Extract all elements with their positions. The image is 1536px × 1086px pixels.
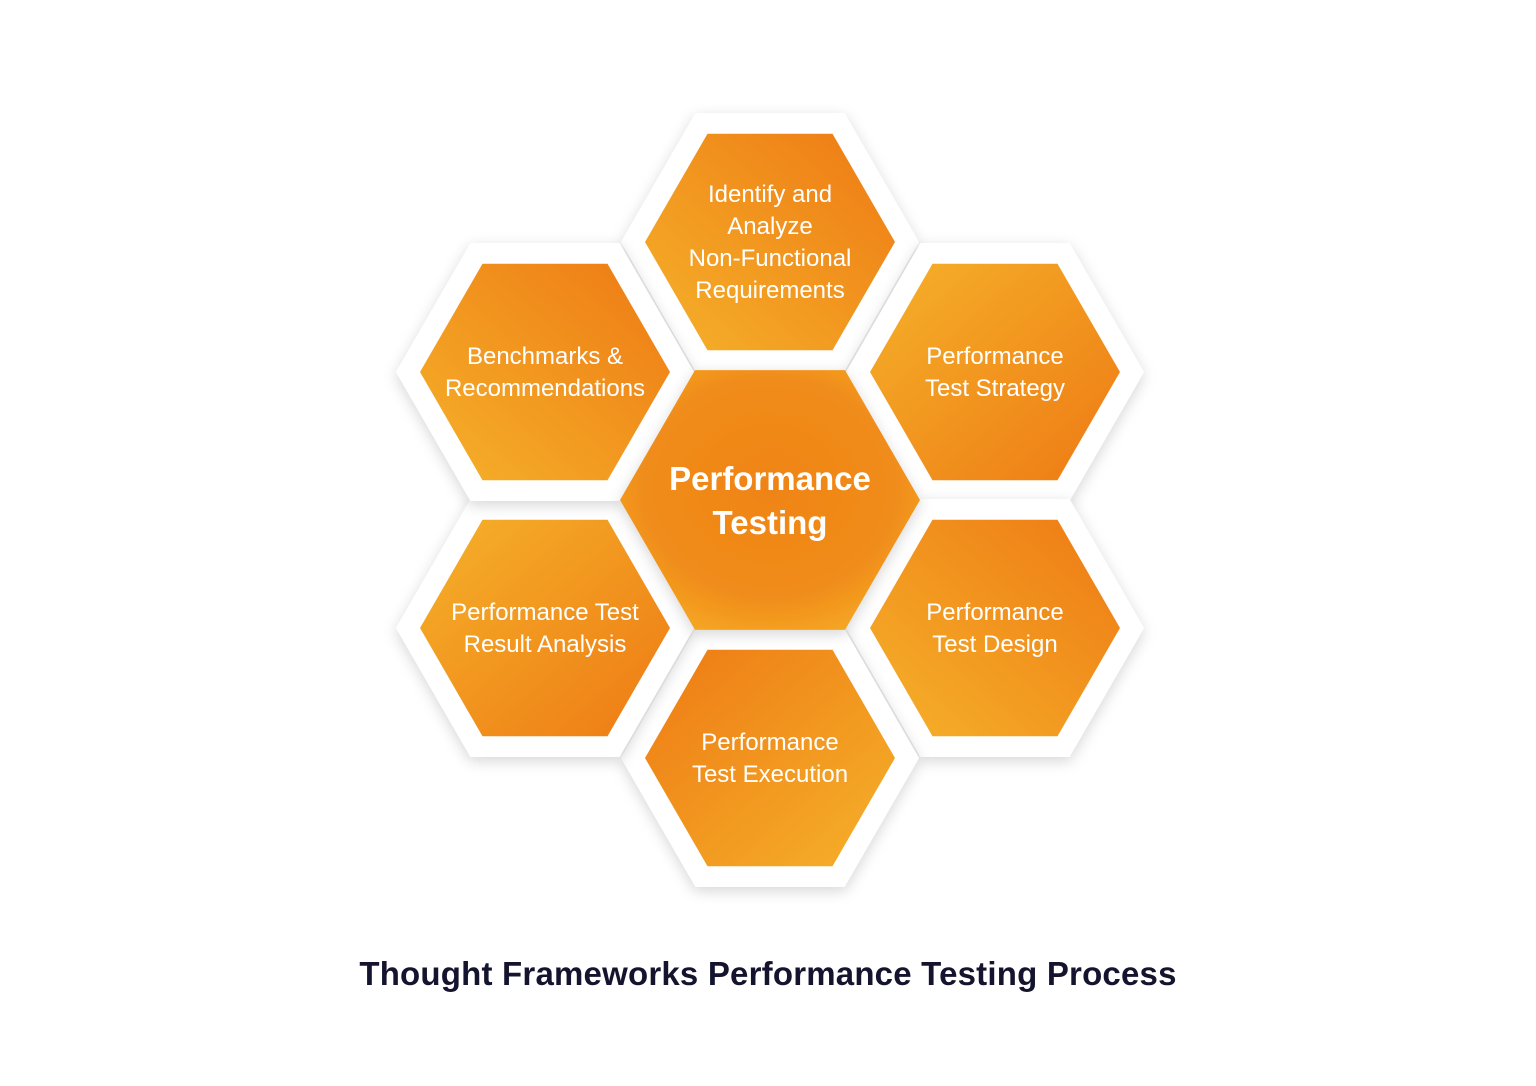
hexagon-label-line: Test Design xyxy=(932,631,1057,658)
hexagon-label-line: Performance Test xyxy=(451,599,639,626)
hexagon-label-line: Identify and xyxy=(708,181,832,208)
hexagon-fill-top xyxy=(645,133,895,351)
hexagon-fill-upper-left xyxy=(420,263,670,481)
hexagon-bottom xyxy=(621,629,919,887)
hexagon-center xyxy=(620,370,920,630)
hexagon-label-line: Non-Functional xyxy=(689,245,852,272)
hexagon-lower-right xyxy=(846,499,1144,757)
hexagon-label-line: Test Execution xyxy=(692,761,848,788)
hexagon-label-line: Benchmarks & xyxy=(467,343,623,370)
hexagon-upper-right xyxy=(846,243,1144,501)
hexagon-fill-lower-left xyxy=(420,519,670,737)
hexagon-fill-upper-right xyxy=(870,263,1120,481)
hexagon-label-line: Test Strategy xyxy=(925,375,1065,402)
hexagon-label-line: Requirements xyxy=(695,277,844,304)
hexagon-fill-center xyxy=(620,370,920,630)
hexagon-lower-left xyxy=(396,499,694,757)
hexagon-label-line: Performance xyxy=(926,599,1063,626)
hexagon-label-line: Performance xyxy=(701,729,838,756)
hexagon-top xyxy=(621,113,919,371)
hexagon-upper-left xyxy=(396,243,694,501)
hexagon-label-line: Performance xyxy=(669,460,871,497)
hexagon-fill-bottom xyxy=(645,649,895,867)
hexagon-label-line: Analyze xyxy=(727,213,812,240)
hexagon-label-upper-left: Benchmarks & Recommendations xyxy=(445,343,645,402)
hexagon-label-line: Testing xyxy=(713,504,828,541)
hexagon-label-line: Result Analysis xyxy=(464,631,627,658)
hexagon-label-line: Recommendations xyxy=(445,375,645,402)
diagram-title: Thought Frameworks Performance Testing P… xyxy=(359,955,1177,992)
hexagon-fill-lower-right xyxy=(870,519,1120,737)
hexagon-label-line: Performance xyxy=(926,343,1063,370)
